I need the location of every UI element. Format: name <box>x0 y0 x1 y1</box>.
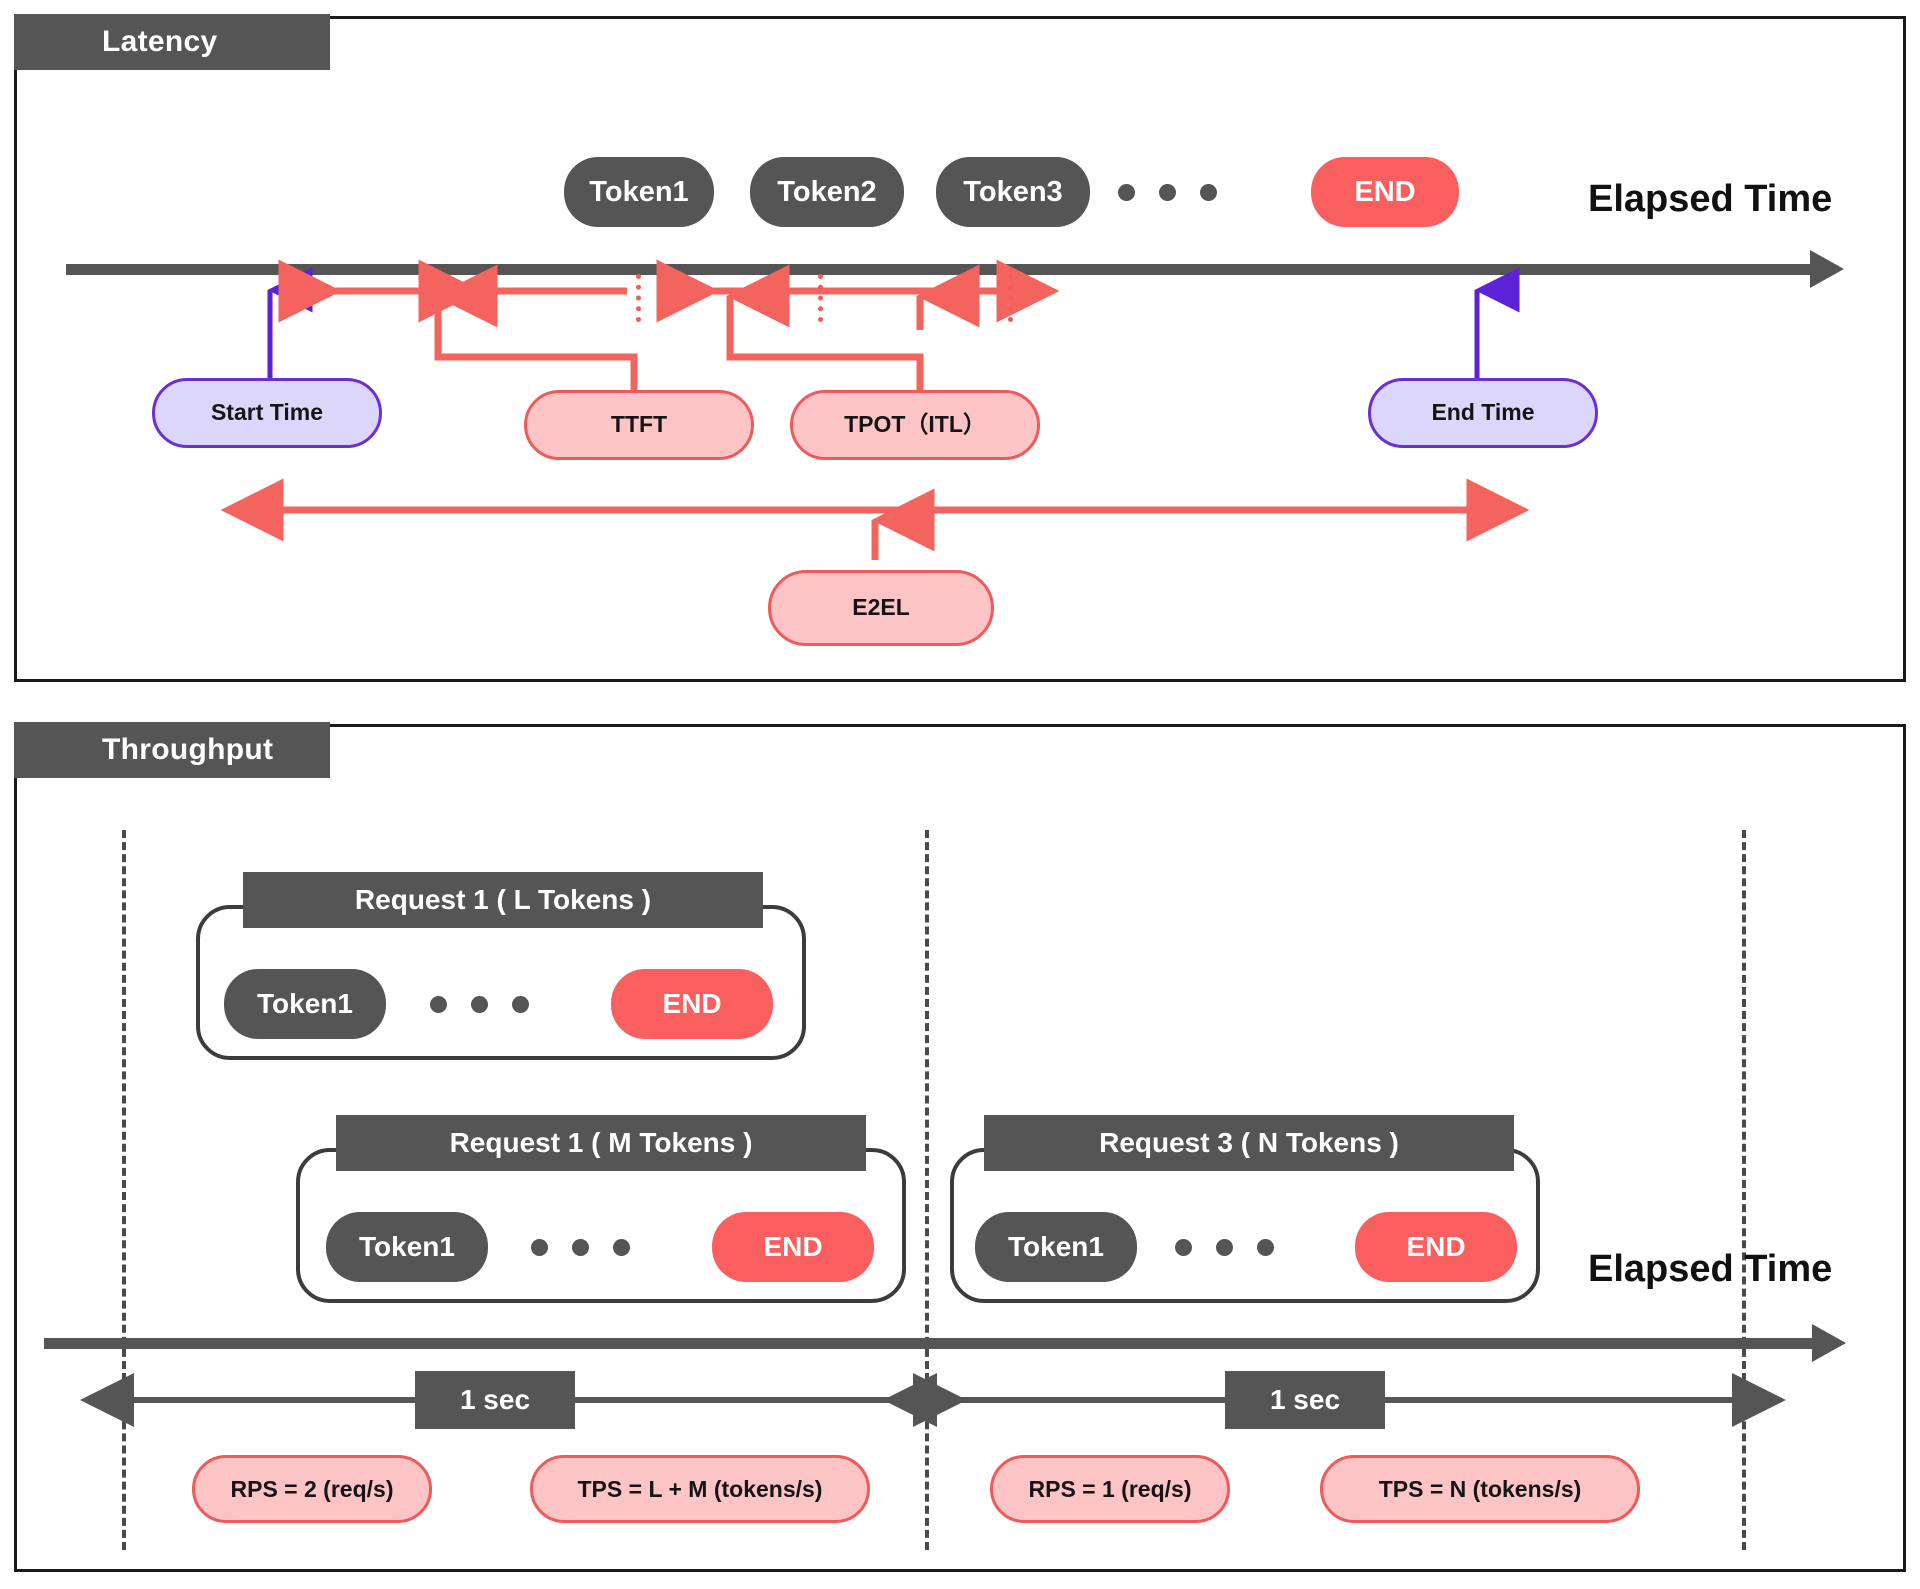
latency-timeline-arrowhead <box>1810 250 1844 288</box>
end-token-pill-latency: END <box>1311 157 1459 227</box>
request-3-first-token-label: Token1 <box>1008 1231 1104 1262</box>
interval-1-rps-chip: RPS = 2 (req/s) <box>192 1455 432 1523</box>
interval-1-duration-label: 1 sec <box>459 1384 531 1415</box>
ellipsis-dot <box>430 996 447 1013</box>
ellipsis-dot <box>1175 1239 1192 1256</box>
request-card-1-title: Request 1 ( L Tokens ) <box>354 884 652 915</box>
request-card-3-header: Request 3 ( N Tokens ) <box>984 1115 1514 1171</box>
interval-2-rps-chip: RPS = 1 (req/s) <box>990 1455 1230 1523</box>
request-1-first-token: Token1 <box>224 969 386 1039</box>
token-pill-3: Token3 <box>936 157 1090 227</box>
token1-boundary-marker <box>636 274 641 322</box>
interval-boundary-2 <box>1742 830 1746 1550</box>
latency-panel-title: Latency <box>14 14 330 70</box>
request-card-2-header: Request 1 ( M Tokens ) <box>336 1115 866 1171</box>
interval-boundary-1 <box>925 830 929 1550</box>
request-1-first-token-label: Token1 <box>257 988 353 1019</box>
request-card-2-title: Request 1 ( M Tokens ) <box>449 1127 753 1158</box>
ellipsis-dot <box>1159 184 1176 201</box>
request-card-1-header: Request 1 ( L Tokens ) <box>243 872 763 928</box>
start-time-label: Start Time <box>210 399 324 426</box>
e2el-callout: E2EL <box>768 570 994 646</box>
request-1-ellipsis-dots <box>430 996 529 1013</box>
request-card-3-title: Request 3 ( N Tokens ) <box>1099 1127 1399 1158</box>
token-pill-2-label: Token2 <box>777 175 877 208</box>
request-3-ellipsis-dots <box>1175 1239 1274 1256</box>
token-pill-2: Token2 <box>750 157 904 227</box>
ttft-label: TTFT <box>610 411 668 438</box>
token3-boundary-marker <box>1008 274 1013 322</box>
token-pill-3-label: Token3 <box>963 175 1063 208</box>
request-3-first-token: Token1 <box>975 1212 1137 1282</box>
ellipsis-dot <box>1118 184 1135 201</box>
interval-boundary-0 <box>122 830 126 1550</box>
ellipsis-dot <box>531 1239 548 1256</box>
latency-elapsed-time-label: Elapsed Time <box>1588 178 1833 220</box>
tpot-callout: TPOT（ITL） <box>790 390 1040 460</box>
request-2-first-token: Token1 <box>326 1212 488 1282</box>
ttft-callout: TTFT <box>524 390 754 460</box>
throughput-elapsed-time-label: Elapsed Time <box>1588 1248 1833 1290</box>
latency-ellipsis-dots <box>1118 184 1217 201</box>
interval-2-tps-chip: TPS = N (tokens/s) <box>1320 1455 1640 1523</box>
token-pill-1: Token1 <box>564 157 714 227</box>
throughput-panel-title: Throughput <box>14 722 330 778</box>
request-3-end-token-label: END <box>1406 1231 1466 1262</box>
token-pill-1-label: Token1 <box>589 175 689 208</box>
end-time-label: End Time <box>1431 399 1535 426</box>
request-1-end-token: END <box>611 969 773 1039</box>
interval-1-rps-label: RPS = 2 (req/s) <box>230 1475 394 1502</box>
ellipsis-dot <box>1216 1239 1233 1256</box>
request-2-end-token-label: END <box>763 1231 823 1262</box>
tpot-label: TPOT（ITL） <box>844 411 986 438</box>
ellipsis-dot <box>613 1239 630 1256</box>
interval-1-tps-label: TPS = L + M (tokens/s) <box>577 1475 823 1502</box>
throughput-timeline-arrowhead <box>1812 1324 1846 1362</box>
ellipsis-dot <box>1200 184 1217 201</box>
request-3-end-token: END <box>1355 1212 1517 1282</box>
ellipsis-dot <box>512 996 529 1013</box>
interval-2-rps-label: RPS = 1 (req/s) <box>1028 1475 1192 1502</box>
ellipsis-dot <box>1257 1239 1274 1256</box>
interval-2-tps-label: TPS = N (tokens/s) <box>1378 1475 1582 1502</box>
request-2-end-token: END <box>712 1212 874 1282</box>
start-time-callout: Start Time <box>152 378 382 448</box>
interval-2-duration-label: 1 sec <box>1269 1384 1341 1415</box>
interval-1-tps-chip: TPS = L + M (tokens/s) <box>530 1455 870 1523</box>
request-2-ellipsis-dots <box>531 1239 630 1256</box>
request-2-first-token-label: Token1 <box>359 1231 455 1262</box>
throughput-timeline-bar <box>44 1338 1814 1349</box>
e2el-label: E2EL <box>852 594 910 621</box>
request-1-end-token-label: END <box>662 988 722 1019</box>
token2-boundary-marker <box>818 274 823 322</box>
ellipsis-dot <box>572 1239 589 1256</box>
end-token-label: END <box>1354 175 1416 208</box>
interval-2-duration-chip: 1 sec <box>1225 1371 1385 1429</box>
ellipsis-dot <box>471 996 488 1013</box>
end-time-callout: End Time <box>1368 378 1598 448</box>
interval-1-duration-chip: 1 sec <box>415 1371 575 1429</box>
